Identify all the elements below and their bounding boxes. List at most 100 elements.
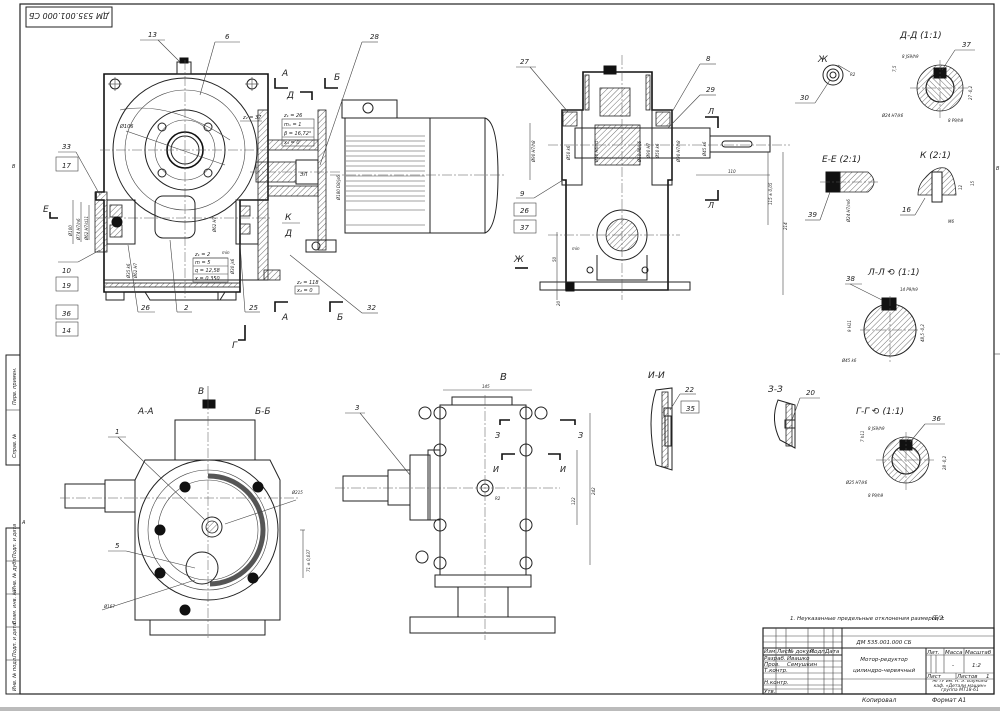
svg-text:8: 8 (706, 55, 711, 63)
note-tolerance-symbol: IT/2 (932, 615, 943, 622)
svg-text:З-З: З-З (768, 385, 783, 395)
svg-text:z₂ = 118: z₂ = 118 (296, 280, 319, 286)
svg-text:Б: Б (337, 313, 343, 323)
svg-text:x₁ = 0: x₁ = 0 (283, 140, 300, 146)
svg-text:Г-Г ⟲ (1:1): Г-Г ⟲ (1:1) (856, 407, 904, 417)
svg-text:Б: Б (334, 73, 340, 83)
svg-text:145: 145 (482, 384, 490, 389)
svg-text:50: 50 (552, 256, 557, 262)
svg-text:Ø24 H7/m6: Ø24 H7/m6 (846, 199, 851, 223)
svg-text:Ø62 H7/d11: Ø62 H7/d11 (84, 216, 89, 241)
svg-text:1: 1 (115, 428, 119, 436)
svg-text:Разраб.: Разраб. (764, 656, 786, 662)
part-labels-main: 13 6 28 33 17 10 19 36 14 26 2 25 32 (55, 31, 379, 337)
svg-text:Листов: Листов (956, 674, 978, 680)
svg-text:В: В (500, 372, 507, 383)
svg-text:R2: R2 (850, 72, 856, 77)
svg-text:Ø62 H7: Ø62 H7 (212, 216, 217, 233)
svg-text:25: 25 (249, 304, 258, 312)
stamp-first-use: Перв. примен. (12, 367, 18, 405)
svg-text:Ø215: Ø215 (291, 490, 303, 495)
svg-text:9: 9 (520, 190, 525, 198)
svg-text:Ø50 P6/h6: Ø50 P6/h6 (637, 141, 642, 163)
section-zz: З-З 20 (768, 385, 820, 449)
svg-text:Масса: Масса (945, 650, 963, 656)
svg-text:Д: Д (286, 91, 294, 101)
svg-text:Дата: Дата (824, 649, 840, 655)
svg-text:ЭЛ: ЭЛ (299, 172, 307, 178)
svg-text:Н.контр.: Н.контр. (764, 680, 789, 686)
svg-text:48,5 -0,2: 48,5 -0,2 (920, 324, 925, 342)
svg-text:№ докум.: № докум. (787, 649, 815, 655)
svg-text:26: 26 (520, 207, 529, 215)
svg-text:И-И: И-И (648, 371, 665, 381)
zone-letter-a-left: А (21, 520, 26, 526)
svg-text:26: 26 (141, 304, 150, 312)
svg-text:28: 28 (370, 33, 379, 41)
svg-text:6: 6 (225, 33, 230, 41)
svg-text:Лист: Лист (776, 649, 792, 655)
svg-text:Утв.: Утв. (764, 689, 776, 695)
svg-text:Ø25 H7/k6: Ø25 H7/k6 (845, 480, 868, 485)
section-ii: И-И 22 35 (648, 371, 700, 471)
stamp-ref-no: Справ. № (12, 434, 18, 458)
mirrored-designation: ДМ 535.001.000 СБ (28, 11, 110, 20)
svg-text:3: 3 (355, 404, 359, 412)
stamp-replace-inv: Взам. инв. № (12, 590, 18, 624)
svg-text:Т.контр.: Т.контр. (764, 668, 788, 674)
section-k: К (2:1) 12 15 M6 16 (900, 151, 975, 224)
svg-text:110: 110 (728, 169, 736, 174)
svg-text:А-А: А-А (137, 407, 154, 417)
svg-text:19: 19 (62, 282, 71, 290)
svg-text:115 ± 0,05: 115 ± 0,05 (768, 182, 773, 205)
svg-text:К: К (285, 213, 292, 223)
title-line-2: цилиндро-червячный (853, 668, 916, 674)
svg-text:14 P9/h9: 14 P9/h9 (900, 287, 918, 292)
svg-text:Ø90 H7/h8: Ø90 H7/h8 (676, 140, 681, 163)
svg-text:5: 5 (115, 542, 120, 550)
side-section-view: Ø90 H7/h8 Ø50 k6 Ø56 H6/n5 Ø50 P6/h6 Ø90… (513, 55, 790, 306)
svg-text:35: 35 (686, 405, 695, 413)
wheel-z2: z₂ = 37 (242, 115, 262, 121)
svg-text:Лит.: Лит. (926, 650, 940, 656)
viewer-bottom-bar (0, 707, 1000, 711)
svg-text:8 P9/h9: 8 P9/h9 (868, 493, 884, 498)
svg-text:38: 38 (846, 275, 855, 283)
svg-text:36: 36 (62, 310, 71, 318)
svg-text:7 h11: 7 h11 (860, 431, 865, 442)
svg-text:Ø167: Ø167 (103, 604, 115, 609)
stamp-sign-date-2: Подп. и дата (12, 623, 18, 657)
svg-text:Д: Д (284, 229, 292, 239)
svg-text:А: А (281, 69, 288, 79)
svg-text:Семушкин: Семушкин (787, 662, 818, 668)
svg-text:29: 29 (706, 86, 715, 94)
svg-text:З: З (495, 431, 500, 440)
designation: ДМ 535.001.000 СБ (855, 640, 911, 646)
svg-text:R2: R2 (495, 496, 501, 501)
section-ll: Л-Л ⟲ (1:1) 14 P9/h9 9 H11 48,5 -0,2 Ø45… (841, 268, 925, 363)
svg-text:Ø30 js6: Ø30 js6 (230, 258, 235, 275)
svg-text:15: 15 (970, 180, 975, 186)
mirrored-designation-box (25, 6, 113, 28)
view-zh-detail: Ж R2 30 (795, 55, 856, 104)
svg-text:10: 10 (62, 267, 71, 275)
svg-text:В: В (198, 387, 204, 397)
section-ee: Е-Е (2:1) Ø24 H7/m6 39 (805, 155, 880, 223)
worm-params-table: z₁ = 2 m = 5 q = 12,58 x = 0,350 (192, 252, 229, 283)
svg-text:x₂ = 0: x₂ = 0 (296, 288, 313, 294)
section-aa-bb: А-А Б-Б В Ø215 71 ± 0,037 Ø167 1 5 (60, 386, 311, 640)
svg-text:7,5: 7,5 (892, 65, 897, 72)
dim-d106: Ø106 (119, 123, 133, 130)
copied-by: Копировал (862, 697, 896, 704)
svg-text:И: И (560, 465, 566, 474)
svg-text:А: А (281, 313, 288, 323)
svg-text:Ø24 H7/k6: Ø24 H7/k6 (881, 113, 904, 118)
svg-text:32: 32 (367, 304, 376, 312)
svg-text:q = 12,58: q = 12,58 (195, 268, 220, 274)
svg-text:Ø45 k6: Ø45 k6 (841, 358, 857, 363)
svg-text:Л-Л ⟲ (1:1): Л-Л ⟲ (1:1) (867, 268, 920, 278)
svg-text:14: 14 (62, 327, 71, 335)
stamp-sign-date: Подп. и дата (12, 524, 18, 558)
svg-text:Ø90 H7/h8: Ø90 H7/h8 (531, 140, 536, 163)
sheet-format: Формат А1 (932, 697, 966, 704)
